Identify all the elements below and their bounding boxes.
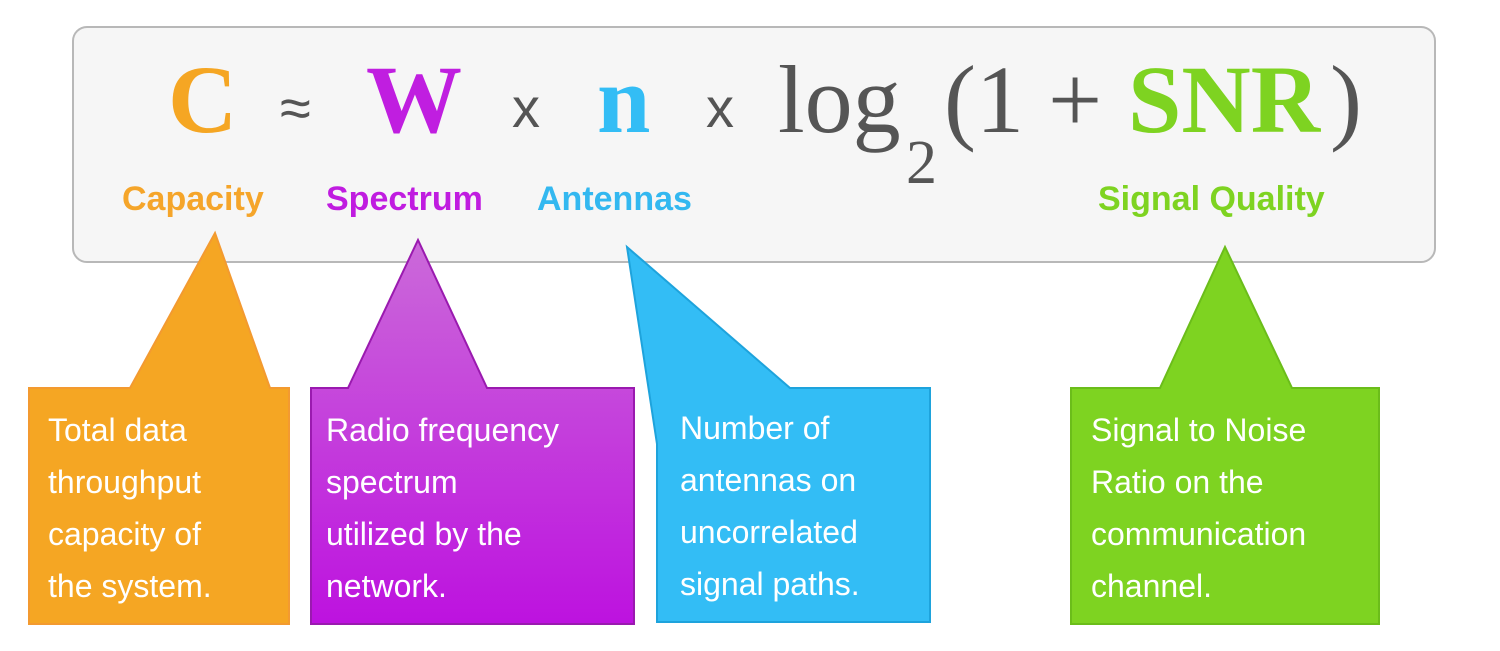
- description-line: spectrum: [326, 464, 458, 500]
- capacity-symbol: C: [168, 46, 238, 153]
- description-line: uncorrelated: [680, 514, 858, 550]
- antennas-description: Number of antennas on uncorrelated signa…: [680, 402, 860, 610]
- approx-symbol: ≈: [280, 76, 311, 139]
- signal-quality-callout: [1070, 244, 1380, 625]
- antennas-label: Antennas: [537, 180, 692, 218]
- spectrum-symbol: W: [366, 46, 462, 153]
- description-line: capacity of: [48, 516, 201, 552]
- formula-box: [72, 26, 1436, 263]
- description-line: communication: [1091, 516, 1307, 552]
- spectrum-label: Spectrum: [326, 180, 483, 218]
- spectrum-callout: [310, 237, 635, 625]
- description-line: Signal to Noise: [1091, 412, 1307, 448]
- spectrum-description: Radio frequency spectrum utilized by the…: [326, 404, 559, 612]
- open-paren-one-plus: (1 +: [944, 46, 1103, 153]
- description-line: utilized by the: [326, 516, 522, 552]
- signal-quality-description: Signal to Noise Ratio on the communicati…: [1091, 404, 1306, 612]
- description-line: network.: [326, 568, 447, 604]
- description-line: antennas on: [680, 462, 857, 498]
- description-line: Number of: [680, 410, 830, 446]
- description-line: Radio frequency: [326, 412, 560, 448]
- description-line: Total data: [48, 412, 187, 448]
- snr-symbol: SNR: [1128, 46, 1321, 153]
- capacity-label: Capacity: [122, 180, 264, 218]
- times-symbol: x: [706, 76, 734, 139]
- description-line: Ratio on the: [1091, 464, 1264, 500]
- antennas-callout: [625, 244, 931, 623]
- log-function: log: [778, 46, 901, 153]
- description-line: throughput: [48, 464, 202, 500]
- times-symbol: x: [512, 76, 540, 139]
- description-line: signal paths.: [680, 566, 860, 602]
- capacity-description: Total data throughput capacity of the sy…: [48, 404, 212, 612]
- close-paren: ): [1330, 46, 1362, 153]
- capacity-callout: [28, 230, 290, 625]
- signal-quality-label: Signal Quality: [1098, 180, 1325, 218]
- antennas-symbol: n: [597, 46, 651, 153]
- description-line: channel.: [1091, 568, 1212, 604]
- log-base: 2: [906, 129, 937, 197]
- description-line: the system.: [48, 568, 212, 604]
